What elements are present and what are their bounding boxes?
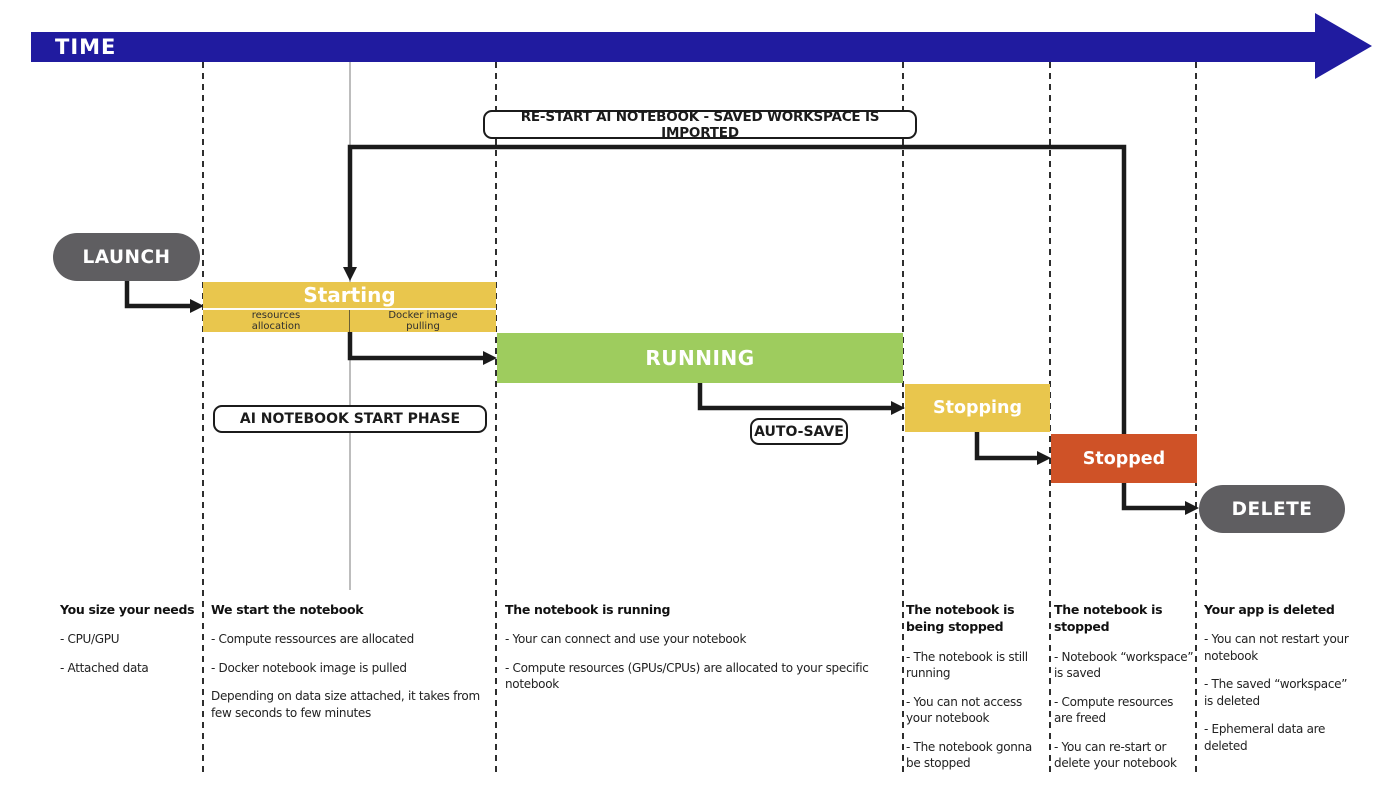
gridline-running-stopping <box>902 62 904 772</box>
description-column-starting: We start the notebook - Compute ressourc… <box>211 601 491 733</box>
description-item: Depending on data size attached, it take… <box>211 689 480 720</box>
phase-bar-starting: Starting resources allocation Docker ima… <box>203 282 496 332</box>
arrowhead-icon <box>483 351 497 365</box>
description-item: - Ephemeral data are deleted <box>1204 722 1326 753</box>
description-column-stopped: The notebook is stopped - Notebook “work… <box>1054 601 1194 784</box>
column-header: The notebook is being stopped <box>906 602 1015 635</box>
launch-to-starting-arrow <box>124 281 190 309</box>
description-item: - You can re-start or delete your notebo… <box>1054 739 1177 771</box>
stopping-label: Stopping <box>932 398 1023 418</box>
arrowhead-icon <box>891 401 905 415</box>
starting-substep-resources: resources allocation <box>203 310 350 332</box>
description-item: - Compute ressources are allocated <box>211 632 414 647</box>
description-column-sizing: You size your needs - CPU/GPU - Attached… <box>60 601 202 688</box>
arrowhead-icon <box>343 267 357 281</box>
stopped-label: Stopped <box>1082 448 1166 469</box>
column-header: Your app is deleted <box>1204 602 1335 617</box>
description-item: - You can not restart your notebook <box>1204 632 1349 663</box>
starting-to-running-arrow <box>347 331 483 361</box>
delete-pill: DELETE <box>1199 485 1345 533</box>
description-item: - CPU/GPU <box>60 632 120 647</box>
launch-pill: LAUNCH <box>53 233 200 281</box>
restart-annotation-box: RE-START AI NOTEBOOK - SAVED WORKSPACE I… <box>483 108 917 141</box>
starting-sub-row: resources allocation Docker image pullin… <box>203 308 496 332</box>
stopping-to-stopped-arrow <box>974 431 1037 461</box>
gridline-start-running <box>495 62 497 772</box>
description-item: - You can not access your notebook <box>906 694 1022 726</box>
gridline-stopping-stopped <box>1049 62 1051 772</box>
description-item: - The saved “workspace” is deleted <box>1204 677 1348 708</box>
start-phase-annotation-label: AI NOTEBOOK START PHASE <box>239 411 461 427</box>
description-item: - The notebook gonna be stopped <box>906 739 1032 771</box>
column-header: You size your needs <box>60 602 195 617</box>
column-header: The notebook is stopped <box>1054 602 1163 635</box>
starting-title-row: Starting <box>203 282 496 308</box>
phase-bar-stopped: Stopped <box>1051 434 1197 483</box>
starting-label: Starting <box>303 283 396 307</box>
autosave-annotation-box: AUTO-SAVE <box>750 418 848 445</box>
gridline-stopped-deleted <box>1195 62 1197 772</box>
running-to-stopping-arrow <box>697 382 891 411</box>
starting-substep-docker: Docker image pulling <box>388 309 458 332</box>
description-item: - The notebook is still running <box>906 649 1028 681</box>
phase-bar-running: RUNNING <box>497 333 903 383</box>
column-header: The notebook is running <box>505 602 671 617</box>
time-axis-bar: TIME <box>31 32 1315 62</box>
description-item: - Attached data <box>60 660 149 675</box>
description-column-deleted: Your app is deleted - You can not restar… <box>1204 601 1349 767</box>
description-column-running: The notebook is running - Your can conne… <box>505 601 880 705</box>
time-axis-label: TIME <box>55 35 117 59</box>
autosave-annotation-label: AUTO-SAVE <box>754 423 844 440</box>
time-arrowhead-icon <box>1315 13 1372 79</box>
arrowhead-icon <box>190 299 204 313</box>
column-header: We start the notebook <box>211 602 364 617</box>
description-item: - Compute resources (GPUs/CPUs) are allo… <box>505 660 869 692</box>
arrowhead-icon <box>1037 451 1051 465</box>
description-item: - Compute resources are freed <box>1054 694 1174 726</box>
description-item: - Your can connect and use your notebook <box>505 632 747 647</box>
description-item: - Docker notebook image is pulled <box>211 660 407 675</box>
launch-pill-label: LAUNCH <box>82 246 171 268</box>
restart-annotation-label: RE-START AI NOTEBOOK - SAVED WORKSPACE I… <box>520 108 880 141</box>
description-column-stopping: The notebook is being stopped - The note… <box>906 601 1048 784</box>
restart-and-delete-arrow <box>347 144 1185 511</box>
arrowhead-icon <box>1185 501 1199 515</box>
gridline-launch-start <box>202 62 204 772</box>
phase-bar-stopping: Stopping <box>905 384 1050 432</box>
start-phase-annotation-box: AI NOTEBOOK START PHASE <box>213 405 487 433</box>
description-item: - Notebook “workspace” is saved <box>1054 649 1194 681</box>
delete-pill-label: DELETE <box>1231 498 1313 520</box>
running-label: RUNNING <box>645 346 755 370</box>
